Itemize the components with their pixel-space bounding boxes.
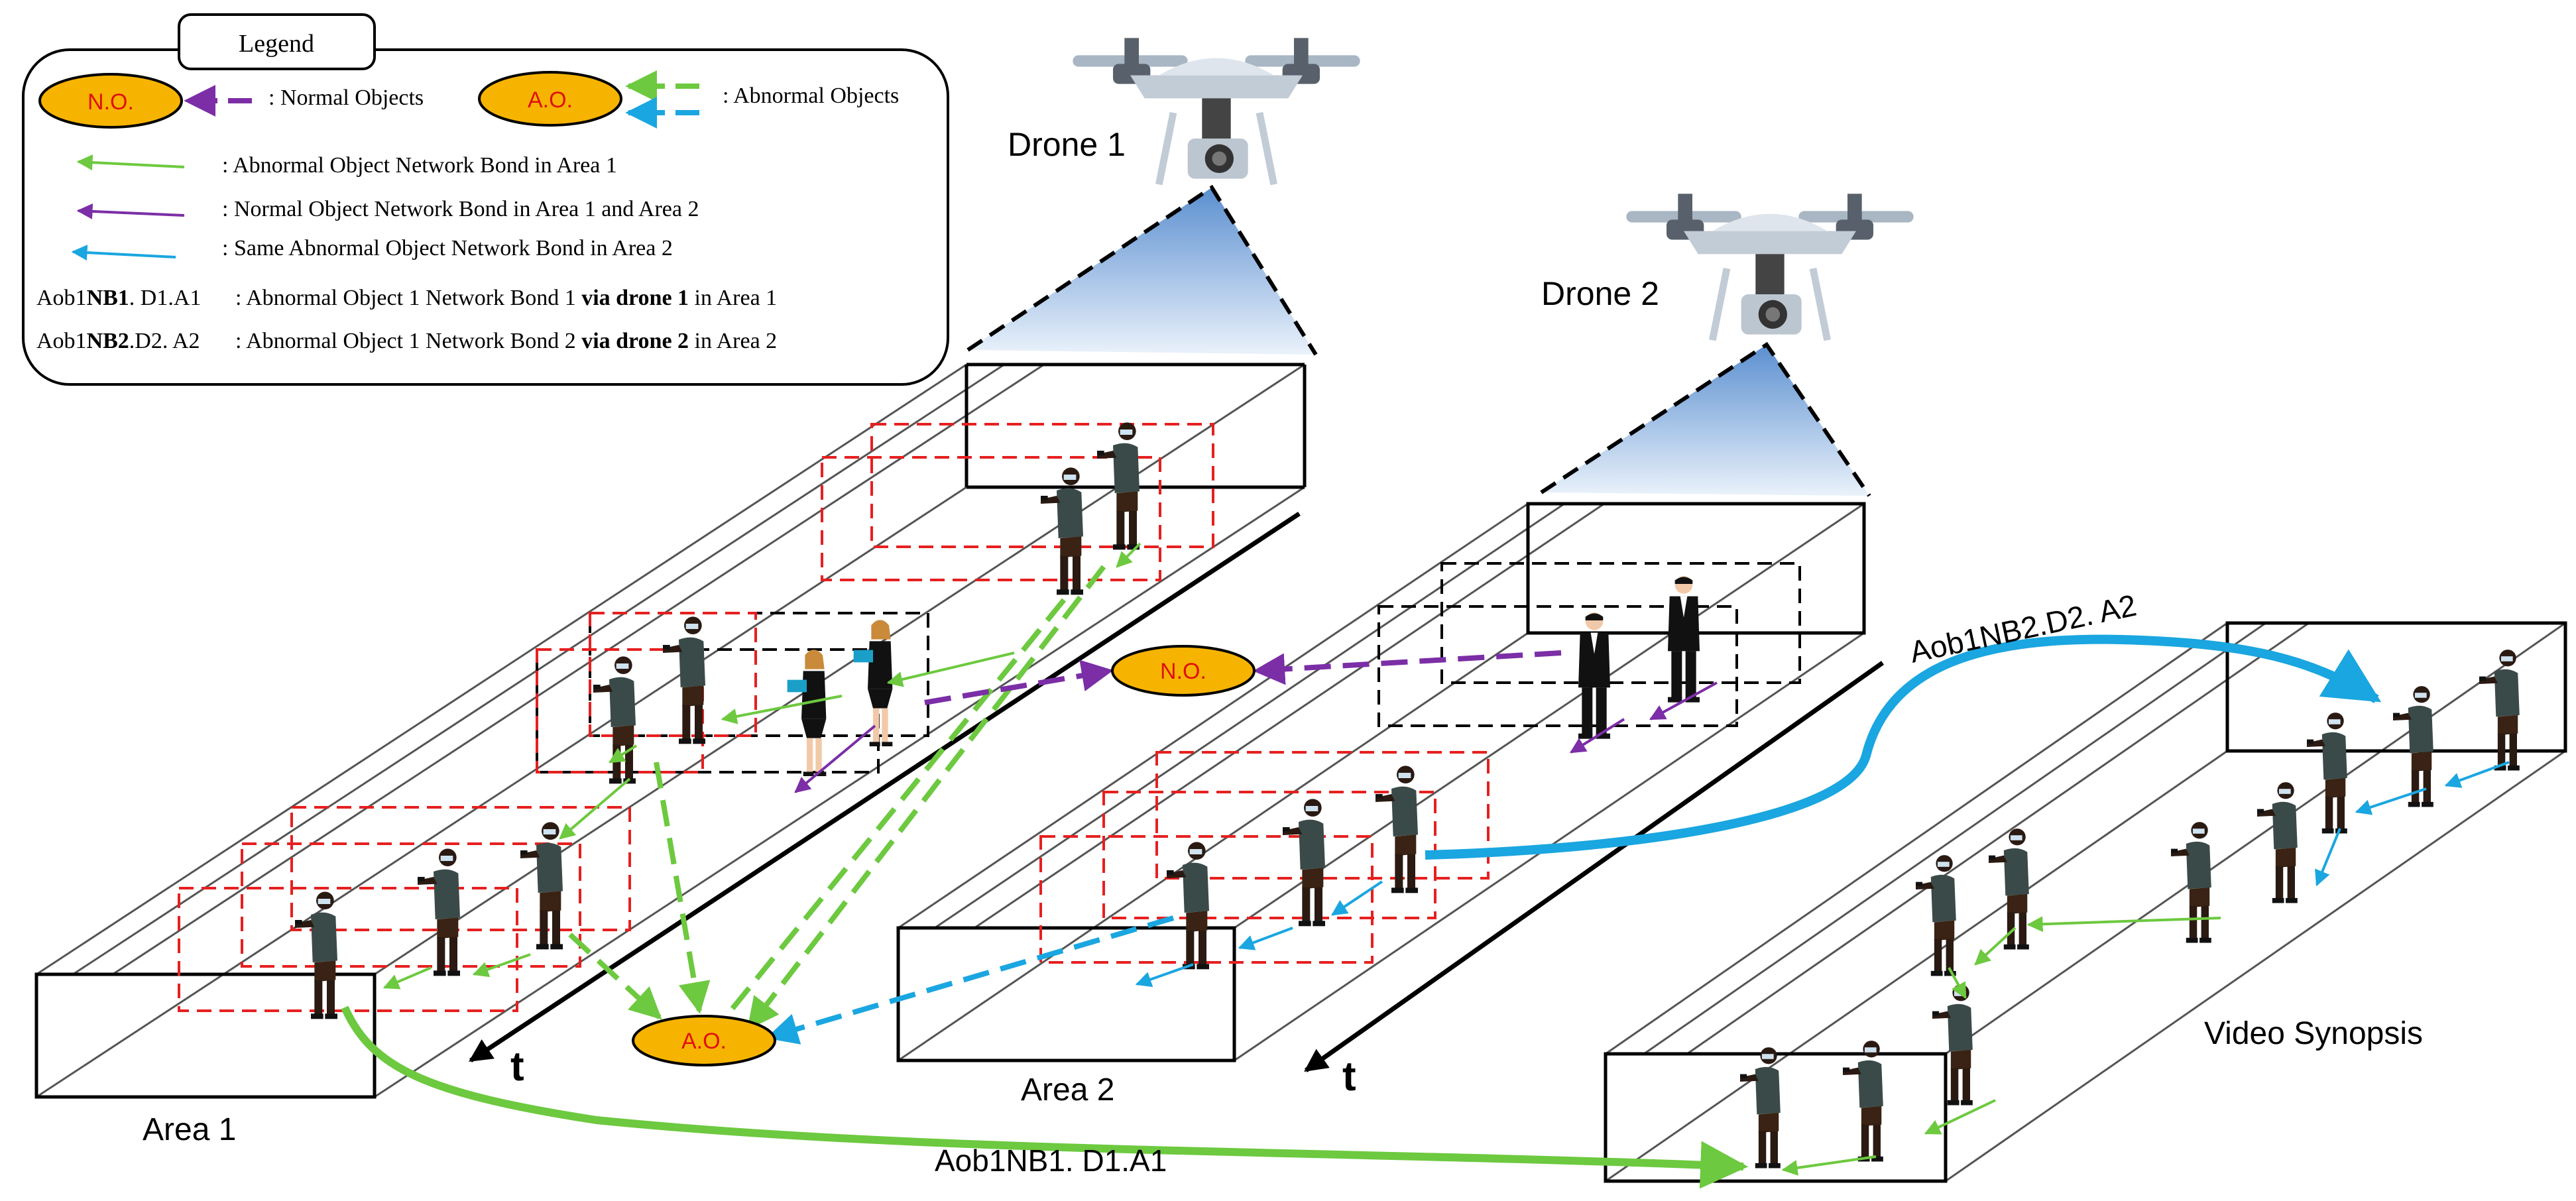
area-1-front-frame: [34, 972, 377, 1099]
person-businesswoman: [787, 650, 827, 776]
person-gunman: [2393, 686, 2433, 807]
legend-row5: Aob1NB2.D2. A2: [36, 329, 200, 353]
legend-abnormal-node: [478, 71, 622, 127]
green-bond-label: Aob1NB1. D1.A1: [935, 1143, 1167, 1178]
drone-1-beam-edge: [966, 184, 1318, 356]
blue-bond-label: Aob1NB2.D2. A2: [1906, 588, 2139, 669]
dashed-bonds: [568, 565, 1562, 1045]
drone-1-label: Drone 1: [1008, 126, 1126, 163]
abnormal-object-node-label: A.O.: [681, 1029, 727, 1054]
area-2-people: [1167, 576, 1700, 970]
legend-frame: [22, 48, 949, 386]
area-2-front-frame: [896, 926, 1236, 1062]
legend-row4: Aob1NB1. D1.A1: [36, 286, 201, 310]
person-gunman: [1376, 766, 1418, 893]
synopsis-back-frame: [2225, 621, 2567, 753]
drone-2-group: Drone 2: [1540, 194, 1914, 497]
area-2-time-axis: [1304, 661, 1885, 1072]
legend-bond-same: : Same Abnormal Object Network Bond in A…: [222, 236, 673, 260]
legend-bond-normal: : Normal Object Network Bond in Area 1 a…: [222, 197, 699, 221]
area-1-time-label: t: [510, 1044, 524, 1090]
legend-normal-node-label: N.O.: [88, 89, 134, 115]
synopsis-small-bonds: [1781, 761, 2510, 1176]
normal-object-node: N.O.: [1111, 645, 1256, 697]
legend-row5-desc: : Abnormal Object 1 Network Bond 2 via d…: [235, 329, 777, 353]
legend-bond-area1-arrow: [76, 154, 185, 171]
legend: Legend N.O. : Normal Objects A.O. : Abno…: [22, 13, 949, 386]
person-gunman: [2257, 782, 2298, 903]
legend-row4-desc: : Abnormal Object 1 Network Bond 1 via d…: [235, 286, 777, 310]
person-gunman: [418, 848, 460, 976]
person-gunman: [1932, 984, 1973, 1106]
drone-2-beam: [1541, 345, 1869, 496]
bond-area1-top2-to-ao: [720, 598, 1067, 1023]
legend-bond-normal-arrow: [76, 203, 185, 219]
blue-network-bond: [1425, 634, 2382, 860]
person-gunman: [2307, 713, 2347, 834]
green-network-bond: [341, 1005, 1749, 1189]
bond-area1-woman-to-no: [924, 659, 1114, 705]
area-2-small-bonds: [1135, 880, 1383, 988]
drone-2-icon: [1626, 194, 1913, 340]
legend-normal-label: : Normal Objects: [268, 86, 424, 110]
person-gunman: [1843, 1041, 1883, 1162]
legend-title-box: [178, 13, 376, 70]
legend-abnormal-label: : Abnormal Objects: [723, 84, 899, 108]
drone-1-group: Drone 1: [966, 38, 1360, 356]
bond-area1-low-to-ao: [568, 933, 662, 1020]
person-gunman: [1283, 799, 1325, 927]
area-2-time-label: t: [1342, 1054, 1356, 1100]
person-gunman: [593, 656, 636, 784]
legend-normal-node: [38, 73, 183, 129]
area-2-volume: [896, 502, 1866, 1062]
area-1-label: Area 1: [143, 1112, 236, 1147]
drone-2-beam-edge: [1540, 341, 1871, 497]
person-gunman: [2171, 822, 2211, 943]
legend-abnormal-node-label: A.O.: [528, 87, 573, 113]
legend-bond-same-arrow: [71, 245, 176, 261]
area-1-time-axis: [469, 512, 1301, 1062]
bond-area1-top-to-ao: [746, 565, 1106, 1030]
bond-area2-man-to-no: [1253, 650, 1562, 685]
drone-2-label: Drone 2: [1541, 275, 1659, 312]
legend-title: Legend: [239, 30, 314, 58]
area-1-volume: [34, 363, 1307, 1099]
synopsis-label: Video Synopsis: [2204, 1016, 2423, 1051]
bond-area1-mid-to-ao: [654, 762, 711, 1014]
drone-1-beam: [968, 188, 1316, 355]
legend-bond-area1: : Abnormal Object Network Bond in Area 1: [222, 153, 617, 178]
normal-object-node-label: N.O.: [1160, 659, 1206, 684]
abnormal-object-node: A.O.: [632, 1015, 776, 1066]
person-gunman: [1989, 829, 2029, 950]
person-gunman: [663, 616, 705, 744]
area-2-label: Area 2: [1021, 1072, 1114, 1108]
bond-area2-to-ao: [766, 915, 1175, 1045]
area-1-small-bonds: [382, 542, 1718, 990]
synopsis-volume: [1604, 621, 2567, 1183]
person-gunman: [295, 891, 337, 1019]
person-gunman: [1167, 842, 1209, 970]
